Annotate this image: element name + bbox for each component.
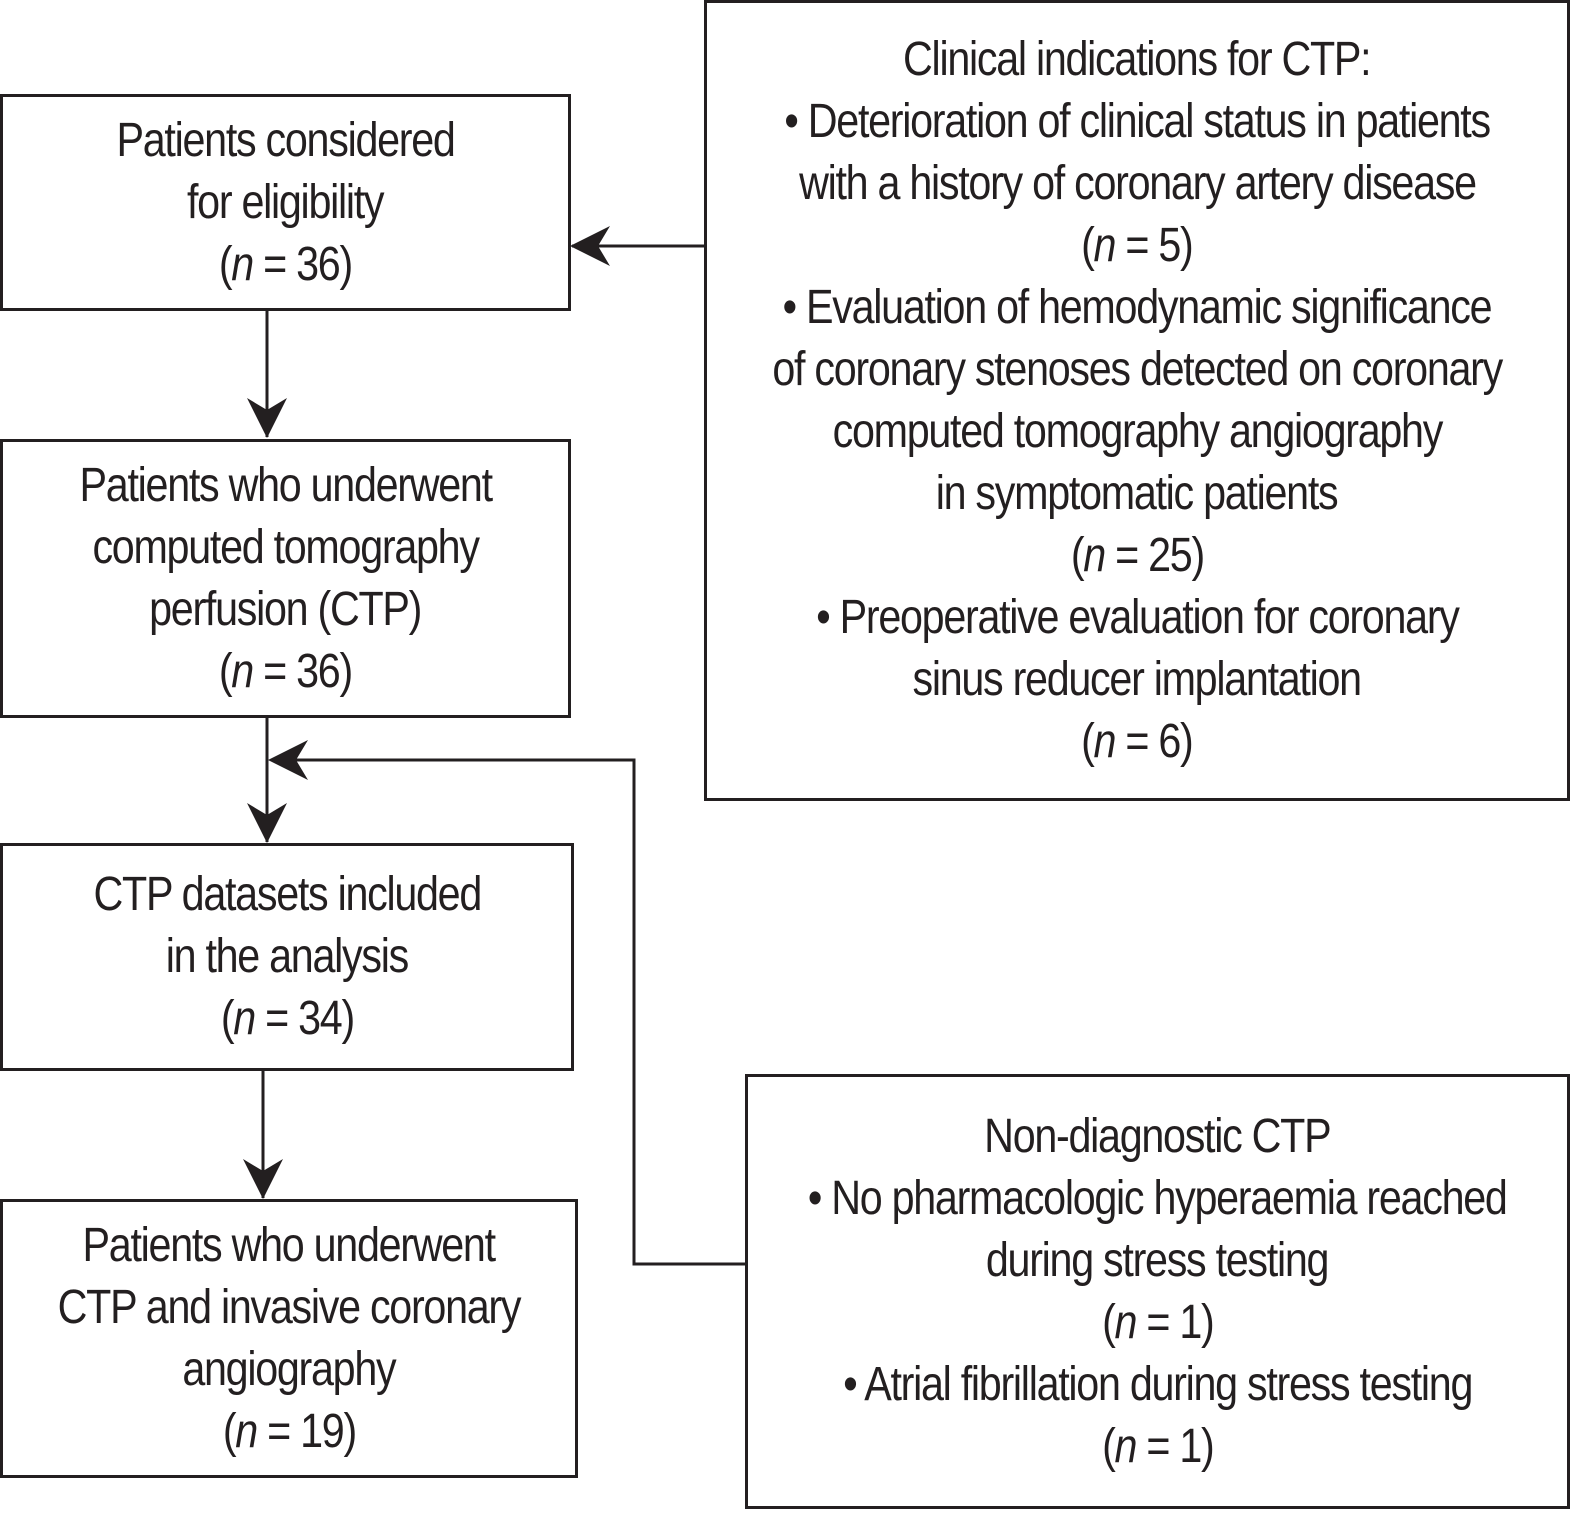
indication-2-count-value: 25 bbox=[1147, 528, 1193, 582]
indication-1-count-value: 5 bbox=[1158, 218, 1182, 272]
nondiagnostic-2-line-1: • Atrial fibrillation during stress test… bbox=[843, 1357, 1473, 1411]
eligible-line-1: Patients considered bbox=[116, 113, 455, 167]
included-count: (n = 34) bbox=[220, 992, 354, 1045]
nondiagnostic-2-count-value: 1 bbox=[1179, 1419, 1202, 1473]
ctp-line-2: computed tomography bbox=[92, 520, 480, 574]
nondiagnostic-2-count-op: = bbox=[1135, 1419, 1180, 1473]
invasive-count-value: 19 bbox=[299, 1404, 345, 1458]
eligible-line-2: for eligibility bbox=[187, 175, 385, 229]
indication-1-count-op: = bbox=[1115, 218, 1159, 272]
indication-3-count-value: 6 bbox=[1158, 714, 1182, 768]
included-line-1: CTP datasets included bbox=[93, 868, 482, 921]
indication-2-count-op: = bbox=[1104, 528, 1148, 582]
included-count-op: = bbox=[254, 992, 298, 1045]
included-count-var: n bbox=[232, 992, 256, 1045]
eligible-count-op: = bbox=[253, 237, 297, 291]
indication-3-line-2: sinus reducer implantation bbox=[912, 652, 1363, 706]
ctp-count-op: = bbox=[253, 644, 297, 698]
indication-3-count-op: = bbox=[1115, 714, 1159, 768]
eligible-count: (n = 36) bbox=[218, 237, 353, 291]
indications-title: Clinical indications for CTP: bbox=[903, 32, 1372, 86]
indications-box: Clinical indications for CTP: • Deterior… bbox=[704, 0, 1570, 801]
eligible-count-var: n bbox=[231, 237, 254, 291]
included-box: CTP datasets included in the analysis (n… bbox=[0, 843, 574, 1071]
ctp-count-var: n bbox=[231, 644, 254, 698]
included-line-2: in the analysis bbox=[165, 930, 410, 983]
nondiagnostic-1-line-1: • No pharmacologic hyperaemia reached bbox=[808, 1171, 1508, 1225]
arrowhead-left-excluded bbox=[268, 740, 308, 780]
invasive-box: Patients who underwent CTP and invasive … bbox=[0, 1199, 578, 1478]
indication-2-line-3: computed tomography angiography bbox=[832, 404, 1443, 458]
indication-1-count-var: n bbox=[1093, 218, 1117, 272]
ctp-count-value: 36 bbox=[296, 644, 341, 698]
indication-1-line-1: • Deterioration of clinical status in pa… bbox=[784, 94, 1491, 148]
indication-2-count: (n = 25) bbox=[1070, 528, 1204, 582]
indication-1-count: (n = 5) bbox=[1081, 218, 1194, 272]
nondiagnostic-box: Non-diagnostic CTP • No pharmacologic hy… bbox=[745, 1074, 1570, 1509]
indication-2-line-1: • Evaluation of hemodynamic significance bbox=[782, 280, 1493, 334]
connector-nondiagnostic-to-flow bbox=[272, 758, 746, 1266]
indication-2-line-4: in symptomatic patients bbox=[936, 466, 1339, 520]
nondiagnostic-1-count-var: n bbox=[1114, 1295, 1137, 1349]
nondiagnostic-1-count: (n = 1) bbox=[1101, 1295, 1215, 1349]
indication-3-line-1: • Preoperative evaluation for coronary bbox=[815, 590, 1460, 644]
invasive-count: (n = 19) bbox=[222, 1404, 356, 1458]
nondiagnostic-2-count-var: n bbox=[1114, 1419, 1137, 1473]
arrowhead-down-invasive bbox=[243, 1159, 283, 1199]
invasive-line-2: CTP and invasive coronary bbox=[57, 1280, 522, 1334]
included-count-value: 34 bbox=[297, 992, 343, 1045]
indication-2-line-2: of coronary stenoses detected on coronar… bbox=[772, 342, 1503, 396]
arrowhead-down-ctp bbox=[247, 398, 287, 438]
indication-1-line-2: with a history of coronary artery diseas… bbox=[798, 156, 1477, 210]
ctp-line-1: Patients who underwent bbox=[79, 458, 493, 512]
nondiagnostic-2-count: (n = 1) bbox=[1101, 1419, 1215, 1473]
indication-3-count-var: n bbox=[1093, 714, 1117, 768]
arrowhead-left-eligible bbox=[570, 226, 610, 266]
nondiagnostic-1-line-2: during stress testing bbox=[986, 1233, 1330, 1287]
ctp-line-3: perfusion (CTP) bbox=[149, 582, 422, 636]
arrowhead-down-included bbox=[247, 803, 287, 843]
eligible-box: Patients considered for eligibility (n =… bbox=[0, 94, 571, 311]
nondiagnostic-1-count-op: = bbox=[1135, 1295, 1180, 1349]
invasive-count-op: = bbox=[256, 1404, 300, 1458]
ctp-count: (n = 36) bbox=[218, 644, 353, 698]
nondiagnostic-1-count-value: 1 bbox=[1179, 1295, 1202, 1349]
invasive-line-1: Patients who underwent bbox=[82, 1218, 497, 1272]
invasive-count-var: n bbox=[234, 1404, 258, 1458]
ctp-box: Patients who underwent computed tomograp… bbox=[0, 439, 571, 718]
indication-2-count-var: n bbox=[1082, 528, 1106, 582]
eligible-count-value: 36 bbox=[296, 237, 341, 291]
nondiagnostic-title: Non-diagnostic CTP bbox=[984, 1109, 1331, 1163]
invasive-line-3: angiography bbox=[182, 1342, 396, 1396]
indication-3-count: (n = 6) bbox=[1081, 714, 1194, 768]
